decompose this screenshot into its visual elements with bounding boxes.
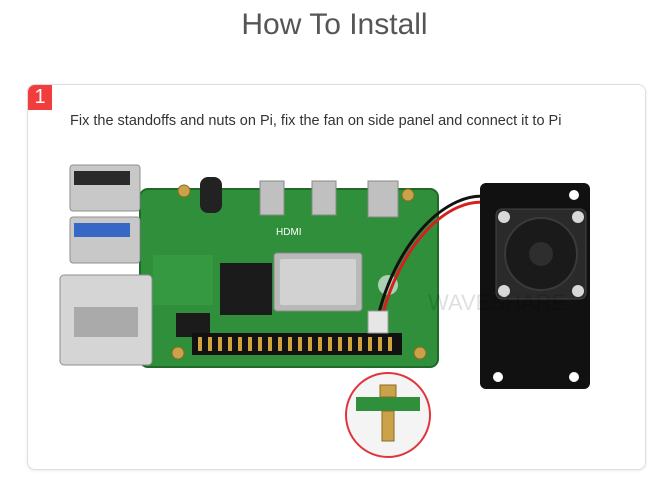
gpio-header bbox=[192, 333, 402, 355]
ethernet-port bbox=[59, 274, 153, 366]
page-title: How To Install bbox=[241, 8, 428, 41]
fan-wire-black bbox=[374, 194, 491, 326]
watermark-text: WAVESHARE bbox=[428, 290, 566, 315]
top-connectors bbox=[200, 177, 399, 218]
step-number-badge: 1 bbox=[28, 85, 52, 110]
brass-standoffs bbox=[171, 184, 427, 360]
fan-wire-red bbox=[378, 200, 491, 326]
board-label: HDMI bbox=[276, 227, 302, 238]
raspberry-pi-board bbox=[139, 188, 439, 368]
standoff-zoom-detail bbox=[345, 372, 431, 458]
fan-side-panel bbox=[480, 183, 590, 389]
ethernet-label: ETHERNET bbox=[84, 374, 122, 381]
usb-ports bbox=[69, 164, 141, 264]
install-illustration: HDMI WAVESHARE ETHERNET bbox=[59, 164, 590, 458]
fan-connector bbox=[367, 310, 389, 334]
step-card: 1 Fix the standoffs and nuts on Pi, fix … bbox=[27, 84, 646, 470]
step-instruction: Fix the standoffs and nuts on Pi, fix th… bbox=[70, 113, 562, 129]
